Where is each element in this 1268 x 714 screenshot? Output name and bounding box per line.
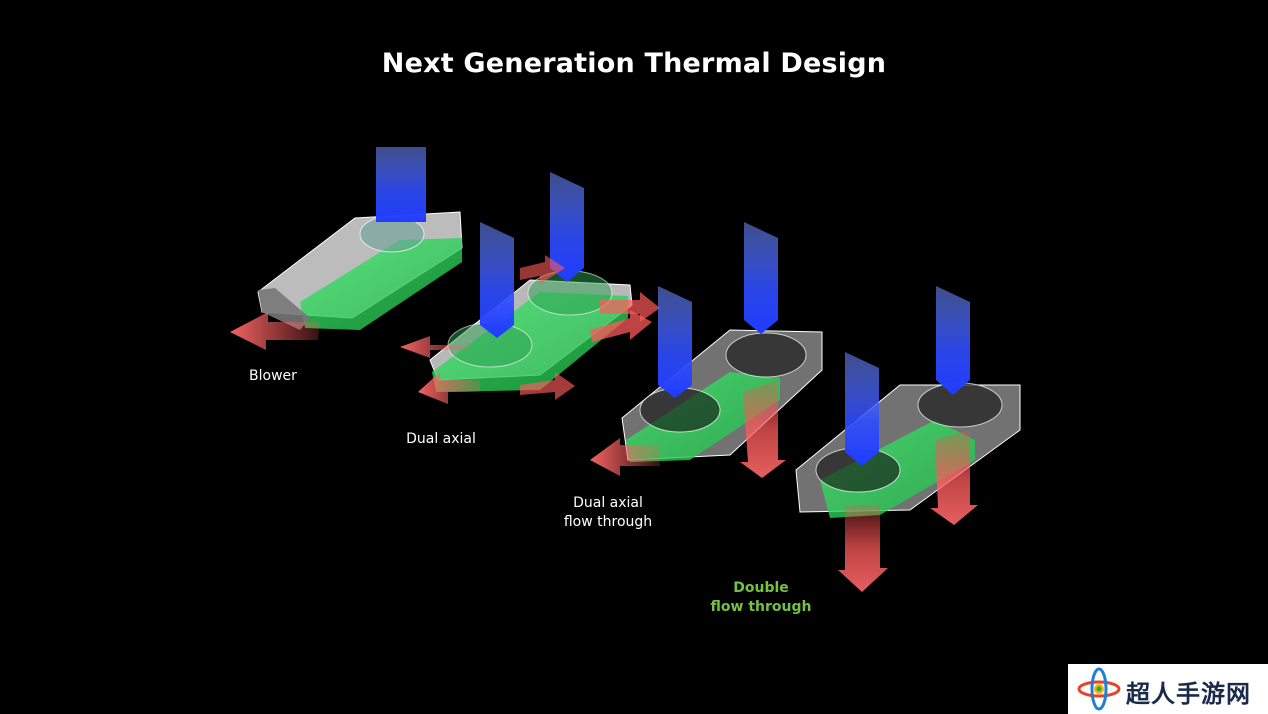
flow-through-intake-arrow-2 (744, 222, 778, 334)
flow-through-card (590, 222, 823, 478)
dual-axial-card (400, 172, 660, 404)
blower-card (230, 147, 463, 350)
dual-axial-exhaust-arrow-1 (400, 336, 470, 358)
watermark-text: 超人手游网 (1126, 680, 1251, 708)
label-line: Dual axial (406, 431, 476, 447)
dual-axial-intake-arrow-1 (480, 222, 514, 338)
flow-through-intake-arrow-1 (658, 286, 692, 398)
label-line: Double (733, 580, 789, 596)
double-flow-exhaust-arrow-1 (838, 505, 888, 592)
double-flow-intake-arrow-2 (936, 286, 970, 395)
dual-axial-exhaust-arrow-6 (520, 372, 575, 400)
double-flow-intake-arrow-1 (845, 352, 879, 466)
label-line: Blower (249, 368, 297, 384)
double-flow-fan-2 (917, 382, 1003, 428)
dual-axial-exhaust-arrow-5 (520, 255, 565, 284)
blower-bracket (258, 288, 310, 330)
flow-through-exhaust-arrow-side (590, 438, 660, 476)
flow-through-fan-2 (725, 332, 807, 378)
label-line: flow through (563, 514, 653, 530)
blower-intake-arrow (376, 147, 426, 222)
design-label-dual-axial-flow-through: Dual axial flow through (556, 494, 660, 532)
blower-pcb (300, 238, 462, 330)
flow-through-exhaust-arrow-down (740, 380, 786, 478)
dual-axial-exhaust-arrow-3 (590, 310, 652, 342)
blower-exhaust-arrow (230, 312, 320, 350)
double-flow-through-card (795, 286, 1021, 592)
double-flow-exhaust-arrow-2 (930, 430, 978, 525)
label-line: Dual axial (573, 495, 643, 511)
dual-axial-exhaust-arrow-2 (418, 372, 480, 404)
slide-title: Next Generation Thermal Design (381, 48, 887, 79)
design-label-dual-axial: Dual axial (396, 430, 486, 449)
label-line: flow through (710, 599, 812, 615)
atom-logo-icon (1077, 667, 1121, 711)
design-label-double-flow-through: Double flow through (706, 579, 816, 617)
flow-through-fan-1 (639, 387, 721, 433)
dual-axial-exhaust-arrow-4 (600, 292, 660, 322)
watermark: 超人手游网 (1068, 664, 1268, 714)
design-label-blower: Blower (238, 367, 308, 386)
dual-axial-intake-arrow-2 (550, 172, 584, 282)
